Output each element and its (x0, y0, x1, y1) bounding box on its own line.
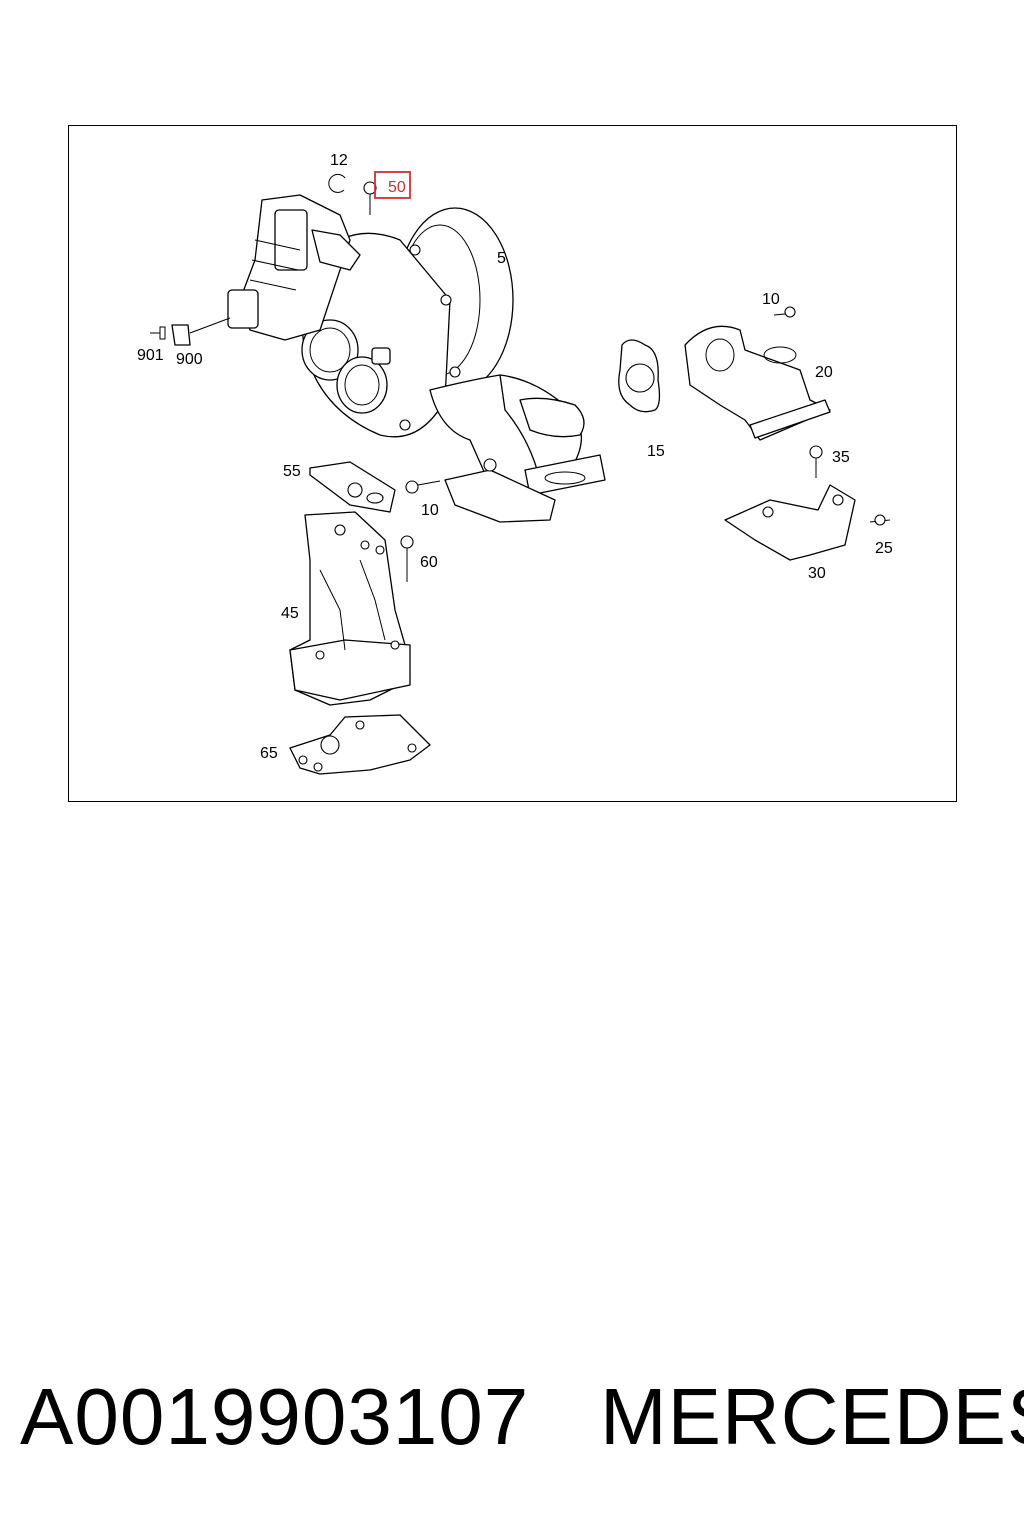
mount-45-drawing (289, 511, 411, 706)
actuator-drawing (150, 194, 361, 346)
part-number: A0019903107 (20, 1372, 530, 1461)
callout-20[interactable]: 20 (815, 364, 833, 381)
callout-15[interactable]: 15 (647, 443, 665, 460)
turbocharger-drawing (301, 207, 606, 523)
callout-45[interactable]: 45 (281, 605, 299, 622)
bolt-60-drawing (400, 535, 414, 582)
callout-55[interactable]: 55 (283, 463, 301, 480)
flange-20-drawing (684, 306, 831, 441)
callout-labels: 12 50 5 10 20 901 900 15 55 10 35 25 30 … (137, 152, 893, 762)
callout-50[interactable]: 50 (388, 179, 406, 196)
callout-10-upper[interactable]: 10 (762, 291, 780, 308)
bracket-30-drawing (724, 484, 891, 561)
clip-and-bolt-drawing (328, 174, 377, 215)
callout-900[interactable]: 900 (176, 351, 203, 368)
highlight-box-50 (374, 171, 411, 199)
exploded-parts-diagram: 12 50 5 10 20 901 900 15 55 10 35 25 30 … (137, 152, 893, 775)
gasket-55-drawing (309, 461, 441, 513)
gasket-65-drawing (289, 714, 431, 775)
callout-10-lower[interactable]: 10 (421, 502, 439, 519)
footer-caption: A0019903107 MERCEDES (0, 1372, 1024, 1462)
callout-60[interactable]: 60 (420, 554, 438, 571)
callout-901[interactable]: 901 (137, 347, 164, 364)
callout-30[interactable]: 30 (808, 565, 826, 582)
callout-5[interactable]: 5 (497, 250, 506, 267)
parts-diagram-frame (68, 125, 957, 802)
callout-65[interactable]: 65 (260, 745, 278, 762)
callout-35[interactable]: 35 (832, 449, 850, 466)
callout-25[interactable]: 25 (875, 540, 893, 557)
bolt-35-drawing (809, 445, 823, 478)
brand-name: MERCEDES (600, 1372, 1024, 1461)
callout-12[interactable]: 12 (330, 152, 348, 169)
